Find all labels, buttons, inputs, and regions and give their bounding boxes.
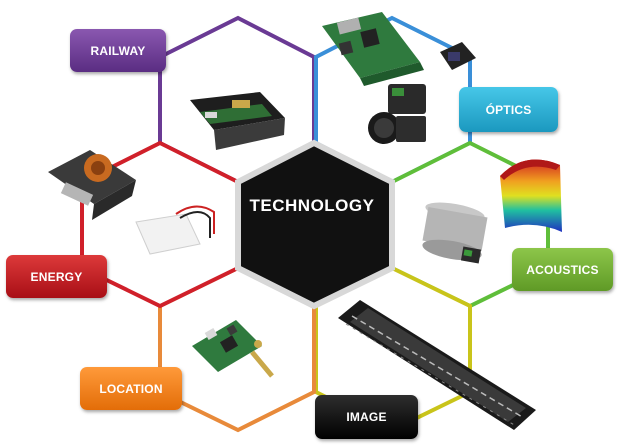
center-hexagon <box>235 139 395 310</box>
center-title: TECHNOLOGY <box>249 196 375 215</box>
relay-peltier-module-icon <box>48 150 215 255</box>
location-label[interactable]: LOCATION <box>80 367 182 410</box>
optics-label[interactable]: ÓPTICS <box>459 87 558 132</box>
energy-label[interactable]: ENERGY <box>6 255 107 298</box>
image-label[interactable]: IMAGE <box>315 395 418 439</box>
ultrasonic-transducer-heatmap-icon <box>422 159 562 264</box>
acoustics-label[interactable]: ACOUSTICS <box>512 248 613 291</box>
image-sensor-array-strip-icon <box>338 300 536 430</box>
gps-board-antenna-icon <box>192 320 274 378</box>
railway-label[interactable]: RAILWAY <box>70 29 166 72</box>
pci-capture-card-camera-sensor-icon <box>322 12 476 144</box>
card-reader-module-icon <box>190 92 285 150</box>
